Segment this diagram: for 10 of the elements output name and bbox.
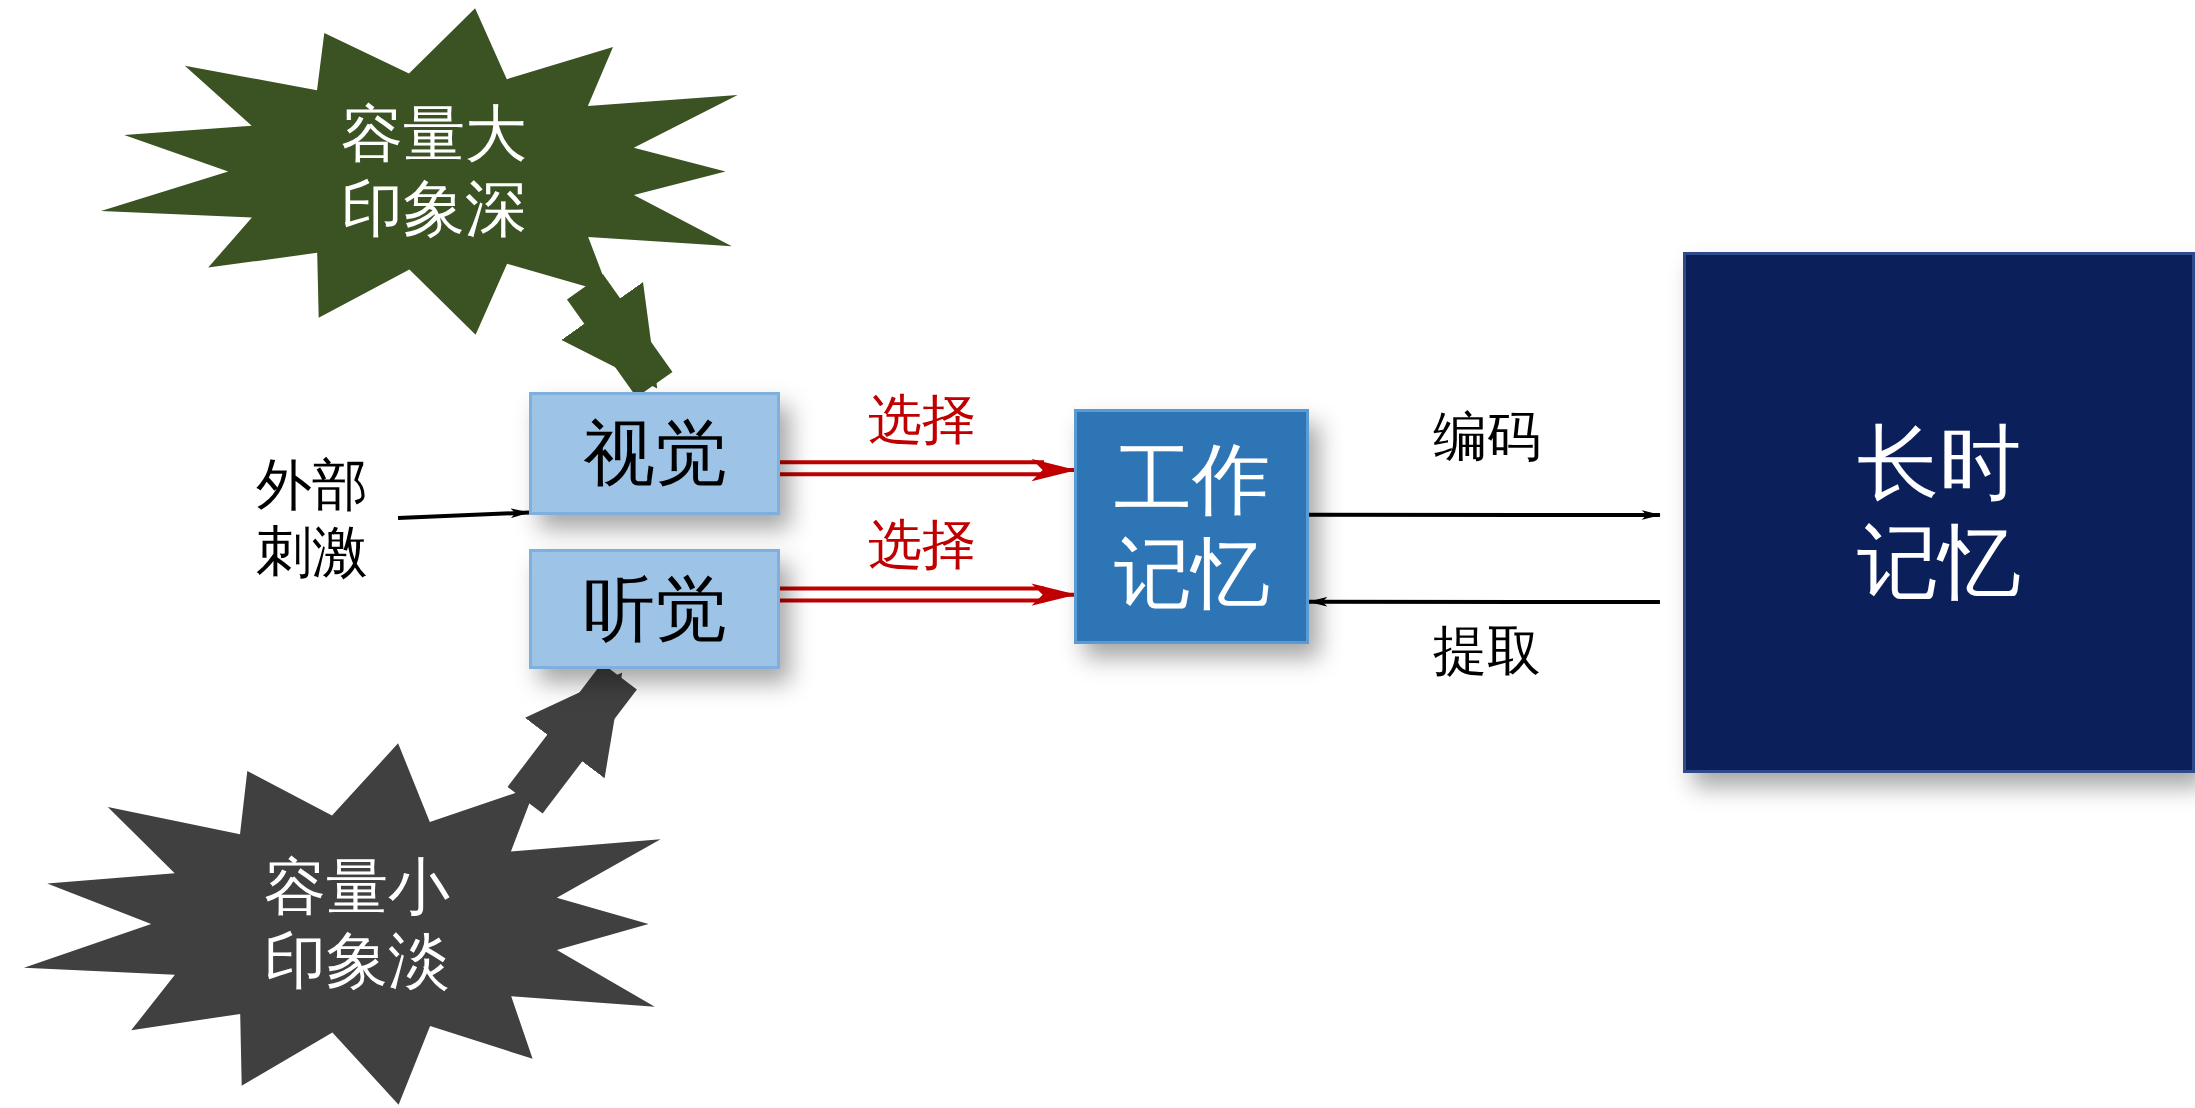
process-box: 长时记忆 — [1683, 252, 2195, 773]
process-box: 工作记忆 — [1074, 409, 1309, 644]
arrow — [1309, 510, 1661, 520]
stimulus-text: 外部刺激 — [256, 450, 368, 586]
arrow — [397, 508, 530, 520]
arrow — [1308, 596, 1660, 607]
burst-text: 容量大印象深 — [341, 97, 527, 246]
process-box: 视觉 — [529, 392, 780, 515]
burst-text: 容量小印象淡 — [264, 849, 450, 999]
process-box: 听觉 — [529, 549, 780, 669]
